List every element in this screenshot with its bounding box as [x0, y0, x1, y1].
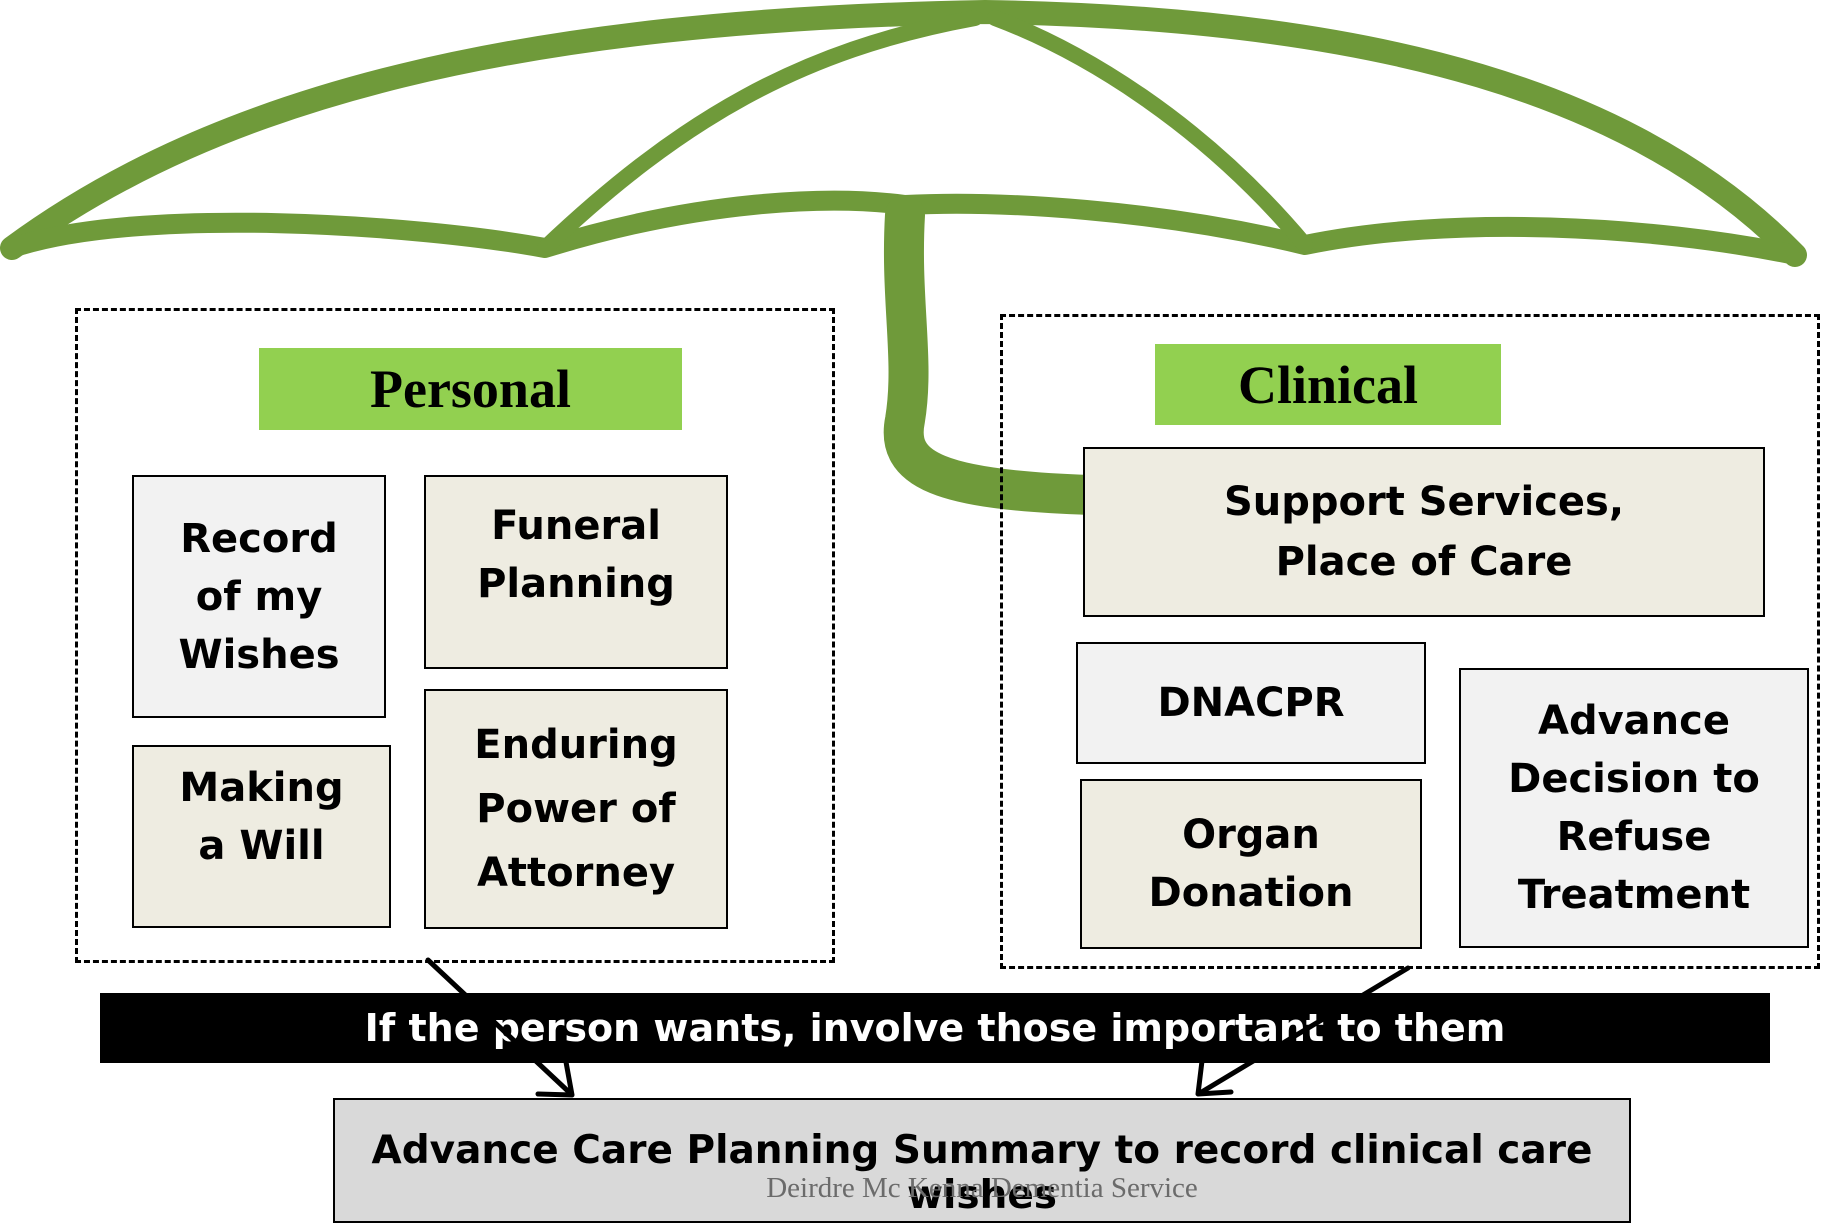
clinical-header: Clinical: [1155, 344, 1501, 425]
umbrella-shaft: [883, 195, 1110, 515]
enduring-power-of-attorney-box: Enduring Power of Attorney: [424, 689, 728, 929]
credit-text: Deirdre Mc Kenna Dementia Service: [766, 1172, 1198, 1204]
funeral-planning-box: Funeral Planning: [424, 475, 728, 669]
advance-decision-box: Advance Decision to Refuse Treatment: [1459, 668, 1809, 948]
support-services-box: Support Services, Place of Care: [1083, 447, 1765, 617]
making-a-will-box: Making a Will: [132, 745, 391, 928]
record-of-wishes-box: Record of my Wishes: [132, 475, 386, 718]
summary-box: Advance Care Planning Summary to record …: [333, 1098, 1631, 1223]
summary-text: Advance Care Planning Summary to record …: [371, 1128, 1593, 1218]
organ-donation-box: Organ Donation: [1080, 779, 1422, 949]
dnacpr-box: DNACPR: [1076, 642, 1426, 764]
umbrella-rib-right: [987, 10, 1313, 253]
involve-banner: If the person wants, involve those impor…: [100, 993, 1770, 1063]
personal-header: Personal: [259, 348, 682, 430]
umbrella-rib-left: [537, 10, 983, 256]
